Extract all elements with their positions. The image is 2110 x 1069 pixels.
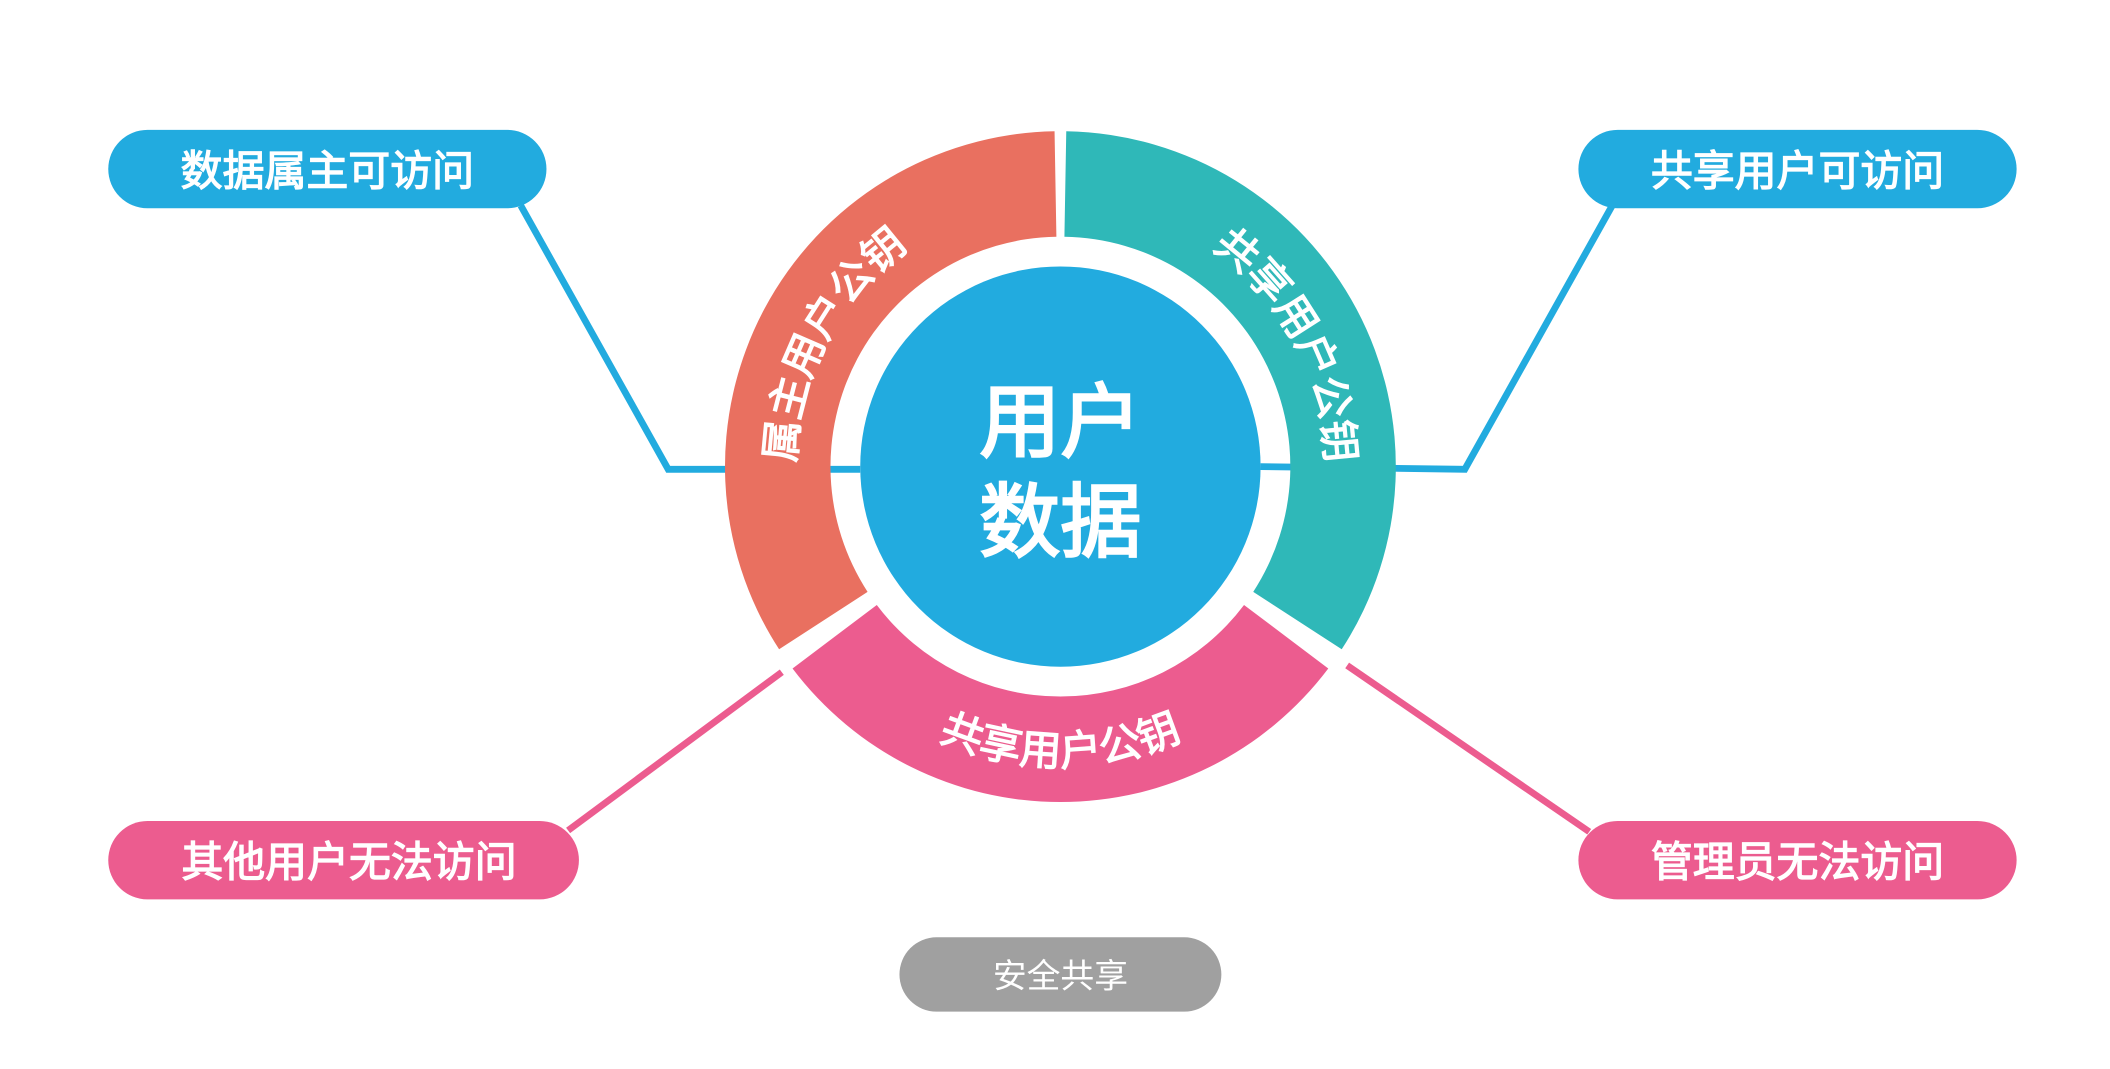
- center-label-line2: 数据: [979, 476, 1141, 570]
- ring-segment-owner: [724, 131, 1057, 650]
- connector-others: [566, 669, 784, 834]
- ring-segment-shared-top: [1064, 131, 1396, 650]
- callout-shared-access-text: 共享用户可访问: [1651, 146, 1944, 195]
- footer-badge: 安全共享: [899, 937, 1222, 1012]
- callout-admin-denied: 管理员无法访问: [1578, 820, 2017, 900]
- callout-others-denied-text: 其他用户无法访问: [181, 837, 516, 886]
- callout-owner-access: 数据属主可访问: [108, 129, 547, 209]
- callout-admin-denied-text: 管理员无法访问: [1651, 837, 1944, 886]
- center-label-line1: 用户: [979, 376, 1141, 470]
- footer-badge-text: 安全共享: [993, 956, 1128, 995]
- callout-shared-access: 共享用户可访问: [1578, 129, 2017, 209]
- ring-segment-shared-bottom: [792, 604, 1329, 803]
- callout-others-denied: 其他用户无法访问: [108, 820, 579, 900]
- center-circle: [860, 266, 1261, 667]
- callout-owner-access-text: 数据属主可访问: [181, 146, 474, 195]
- connector-admin: [1345, 662, 1592, 835]
